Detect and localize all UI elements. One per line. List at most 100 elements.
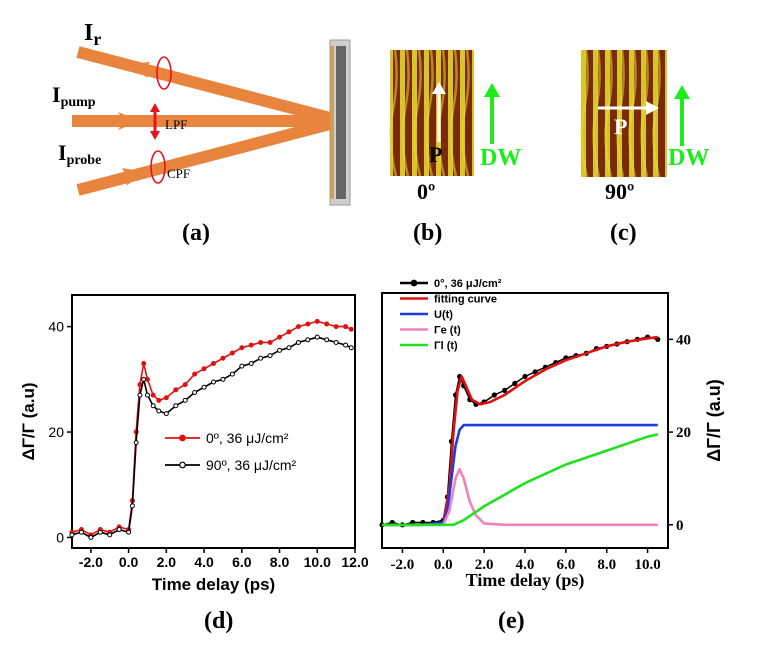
x-tick-label: 6.0	[232, 554, 252, 570]
panel-e-caption: (e)	[498, 608, 525, 634]
legend-label: Γl (t)	[434, 340, 458, 352]
x-tick-label: 8.0	[270, 554, 290, 570]
legend-label: 90º, 36 μJ/cm²	[206, 457, 297, 473]
data-point	[286, 329, 292, 335]
data-point	[78, 529, 84, 535]
data-point	[201, 384, 207, 390]
data-point	[229, 371, 235, 377]
data-point	[248, 361, 254, 367]
y-tick-label: 20	[676, 425, 691, 441]
x-tick-label: 0.0	[434, 557, 453, 573]
data-point	[277, 334, 283, 340]
data-point	[173, 403, 179, 409]
dw-arrowhead-b-icon	[484, 83, 500, 97]
beam-pump-label: Ipump	[52, 82, 96, 110]
legend-label: fitting curve	[434, 293, 497, 305]
series-line	[381, 336, 658, 526]
dw-label-c: DW	[668, 145, 709, 171]
data-point	[522, 373, 528, 380]
x-axis-label: Time delay (ps)	[152, 575, 275, 594]
x-tick-label: -2.0	[391, 557, 415, 573]
x-tick-label: 6.0	[556, 557, 575, 573]
series-line	[382, 467, 658, 527]
data-point	[305, 321, 311, 327]
beam-pump-arrow-icon	[118, 112, 140, 130]
p-arrowhead-b-icon	[432, 82, 446, 94]
x-tick-label: 10.0	[304, 554, 331, 570]
panel-b-domain-image: P DW 0º (b)	[389, 49, 521, 246]
data-point	[491, 392, 497, 398]
x-tick-label: 0.0	[119, 554, 139, 570]
y-tick-label: 40	[48, 319, 64, 335]
data-point	[343, 342, 349, 348]
p-arrowhead-c-icon	[646, 101, 659, 115]
data-point	[333, 339, 339, 345]
data-point	[324, 321, 330, 327]
data-point	[141, 361, 147, 367]
data-point	[258, 339, 264, 345]
data-point	[156, 408, 162, 414]
data-point	[97, 529, 103, 535]
polarizer-reflected-icon	[156, 56, 172, 90]
x-tick-label: 10.0	[634, 557, 660, 573]
legend-label: 0°, 36 μJ/cm²	[434, 278, 502, 290]
beam-r-label: Ir	[84, 20, 101, 49]
data-point	[144, 392, 150, 398]
series-line	[382, 335, 658, 527]
data-point	[69, 532, 75, 538]
data-point	[220, 376, 226, 382]
data-point	[141, 376, 147, 382]
data-point	[126, 529, 132, 535]
data-point	[305, 337, 311, 343]
filter-lpf-label: LPF	[165, 117, 187, 132]
data-point	[348, 345, 354, 351]
data-point	[295, 339, 301, 345]
data-point	[295, 324, 301, 330]
x-tick-label: 2.0	[475, 557, 494, 573]
x-axis-label: Time delay (ps)	[466, 570, 585, 591]
data-point	[286, 345, 292, 351]
x-tick-label: -2.0	[79, 554, 103, 570]
y-tick-label: 0	[676, 518, 684, 534]
mirror-edge	[330, 46, 334, 199]
data-point	[324, 337, 330, 343]
legend-marker	[179, 434, 186, 442]
data-point	[192, 371, 198, 377]
filter-cpf-label: CPF	[167, 166, 190, 181]
data-point	[267, 339, 273, 345]
panel-c-caption: (c)	[610, 220, 637, 246]
y-axis-label: ΔΓ/Γ (a.u)	[704, 379, 724, 462]
data-point	[107, 532, 113, 538]
data-point	[211, 361, 216, 367]
data-point	[211, 379, 216, 385]
angle-label-c: 90º	[605, 179, 634, 204]
data-point	[512, 380, 518, 387]
data-point	[343, 324, 349, 330]
data-point	[137, 392, 143, 398]
data-point	[229, 350, 235, 356]
data-point	[163, 411, 169, 417]
legend-label: U(t)	[434, 309, 453, 321]
data-point	[314, 318, 320, 324]
panel-c-domain-image: P DW 90º (c)	[580, 49, 709, 246]
beam-probe-arrow-icon	[122, 168, 145, 186]
data-point	[150, 403, 156, 409]
data-point	[133, 440, 139, 446]
polarizer-probe-icon	[150, 150, 166, 184]
x-tick-label: 2.0	[157, 554, 177, 570]
p-label-b: P	[429, 142, 442, 167]
data-point	[173, 387, 179, 393]
data-point	[163, 395, 169, 401]
data-point	[239, 363, 245, 369]
data-point	[192, 390, 198, 396]
y-tick-label: 0	[56, 529, 64, 545]
angle-label-b: 0º	[417, 179, 435, 204]
series-line	[382, 433, 659, 527]
data-point	[182, 382, 188, 388]
panel-a-caption: (a)	[182, 220, 210, 246]
panel-a-diagram: Ir Ipump Iprobe LPF CPF (a)	[52, 20, 351, 246]
